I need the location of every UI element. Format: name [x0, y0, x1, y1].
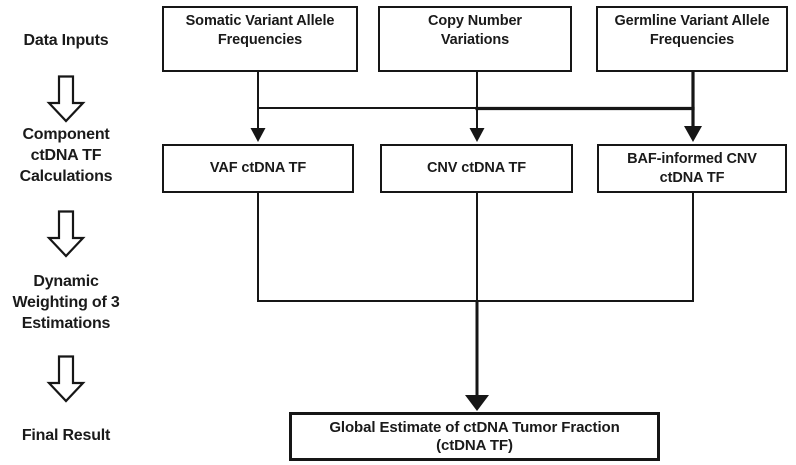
- node-somatic-vaf-input: Somatic Variant Allele Frequencies: [162, 6, 358, 72]
- node-vaf-ctdna-tf: VAF ctDNA TF: [162, 144, 354, 193]
- arrowhead-into-baf-tf: [684, 126, 702, 142]
- stage-label-dynamic-weighting: Dynamic Weighting of 3 Estimations: [12, 273, 120, 332]
- stage-label-data-inputs: Data Inputs: [23, 32, 109, 49]
- stage-label-final-result: Final Result: [21, 427, 111, 444]
- node-baf-informed-cnv-ctdna-tf: BAF-informed CNV ctDNA TF: [597, 144, 787, 193]
- node-global-estimate: Global Estimate of ctDNA Tumor Fraction …: [289, 412, 660, 461]
- node-copy-number-input: Copy Number Variations: [378, 6, 572, 72]
- node-germline-vaf-input: Germline Variant Allele Frequencies: [596, 6, 788, 72]
- arrowhead-into-cnv-tf: [469, 128, 485, 142]
- stage-down-arrow-icon-2: [46, 210, 86, 258]
- arrowhead-into-global-estimate: [465, 395, 489, 411]
- stage-down-arrow-icon-1: [46, 75, 86, 123]
- stage-down-arrow-icon-3: [46, 355, 86, 403]
- arrowhead-into-vaf-tf: [250, 128, 266, 142]
- stage-label-component-calculations: Component ctDNA TF Calculations: [19, 126, 113, 185]
- node-cnv-ctdna-tf: CNV ctDNA TF: [380, 144, 573, 193]
